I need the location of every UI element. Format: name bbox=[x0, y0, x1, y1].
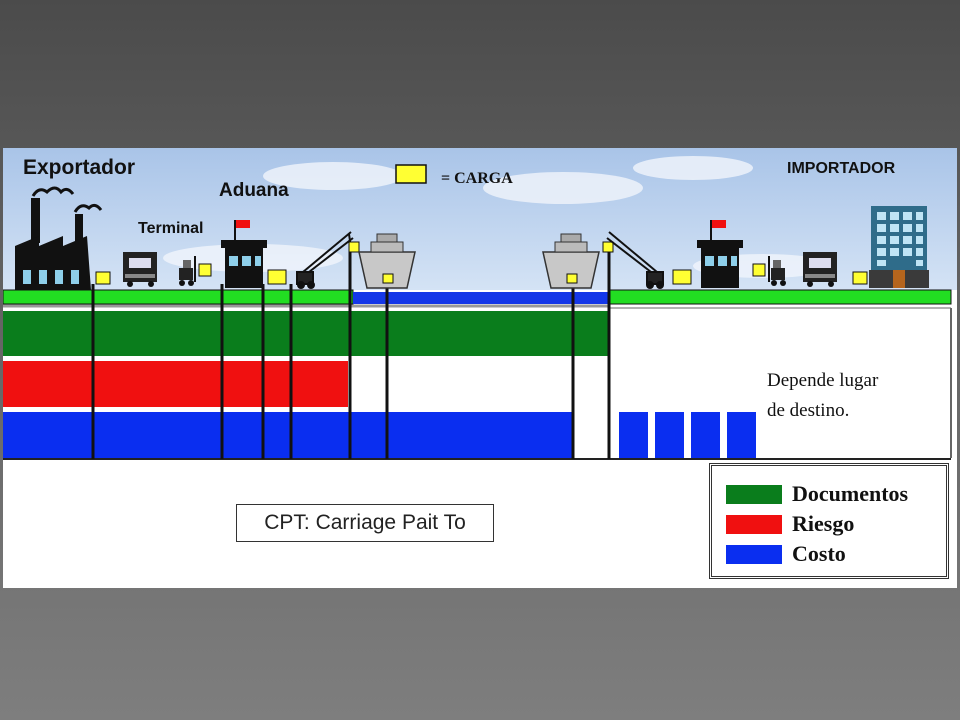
crane-icon-left bbox=[296, 231, 354, 289]
cargo-box-exporter bbox=[95, 271, 111, 285]
legend-swatch-costo bbox=[726, 544, 782, 564]
ship-icon-right bbox=[542, 233, 600, 289]
band-riesgo bbox=[3, 361, 348, 407]
exportador-label: Exportador bbox=[23, 156, 136, 179]
ship-icon-left bbox=[358, 233, 416, 289]
sea bbox=[353, 292, 609, 304]
aduana-label: Aduana bbox=[219, 180, 289, 201]
destination-note-line-2: de destino. bbox=[767, 400, 850, 421]
legend-item-documentos: Documentos bbox=[726, 481, 909, 506]
incoterm-caption: CPT: Carriage Pait To bbox=[236, 504, 494, 542]
legend-label-riesgo: Riesgo bbox=[792, 511, 855, 536]
band-documentos bbox=[3, 311, 609, 356]
vertical-markers bbox=[91, 248, 611, 459]
terminal-label: Terminal bbox=[138, 220, 204, 237]
legend: Documentos Riesgo Costo bbox=[709, 463, 949, 579]
importador-label: IMPORTADOR bbox=[787, 160, 896, 177]
legend-item-costo: Costo bbox=[726, 541, 846, 566]
truck-icon-right bbox=[803, 252, 837, 287]
destination-note: Depende lugar de destino. bbox=[767, 366, 878, 426]
ground-right bbox=[608, 289, 952, 305]
cpt-diagram bbox=[3, 148, 957, 460]
ground-left bbox=[3, 289, 354, 305]
truck-icon-left bbox=[123, 252, 157, 287]
legend-label-documentos: Documentos bbox=[792, 481, 909, 506]
factory-icon bbox=[15, 186, 103, 290]
forklift-icon-right bbox=[752, 256, 786, 286]
crane-icon-right bbox=[606, 231, 664, 289]
destination-note-line-1: Depende lugar bbox=[767, 370, 879, 391]
legend-item-riesgo: Riesgo bbox=[726, 511, 855, 536]
cargo-box-crane-right bbox=[602, 241, 614, 253]
cargo-box-right-terminal bbox=[672, 269, 692, 285]
legend-label-costo: Costo bbox=[792, 541, 846, 566]
carga-label: = CARGA bbox=[441, 170, 513, 187]
cargo-box-crane-left bbox=[348, 241, 360, 253]
cargo-box-importer bbox=[852, 271, 868, 285]
cargo-legend-box bbox=[395, 164, 427, 184]
forklift-icon-left bbox=[179, 256, 212, 286]
office-building-icon bbox=[869, 206, 929, 288]
cargo-box-terminal bbox=[267, 269, 287, 285]
legend-swatch-riesgo bbox=[726, 514, 782, 534]
legend-swatch-documentos bbox=[726, 484, 782, 504]
customs-building-left bbox=[221, 220, 267, 288]
slide-panel: Exportador Aduana Terminal IMPORTADOR = … bbox=[3, 148, 957, 588]
band-costo bbox=[3, 412, 573, 458]
customs-building-right bbox=[697, 220, 743, 288]
costo-destination-blocks bbox=[619, 412, 756, 458]
